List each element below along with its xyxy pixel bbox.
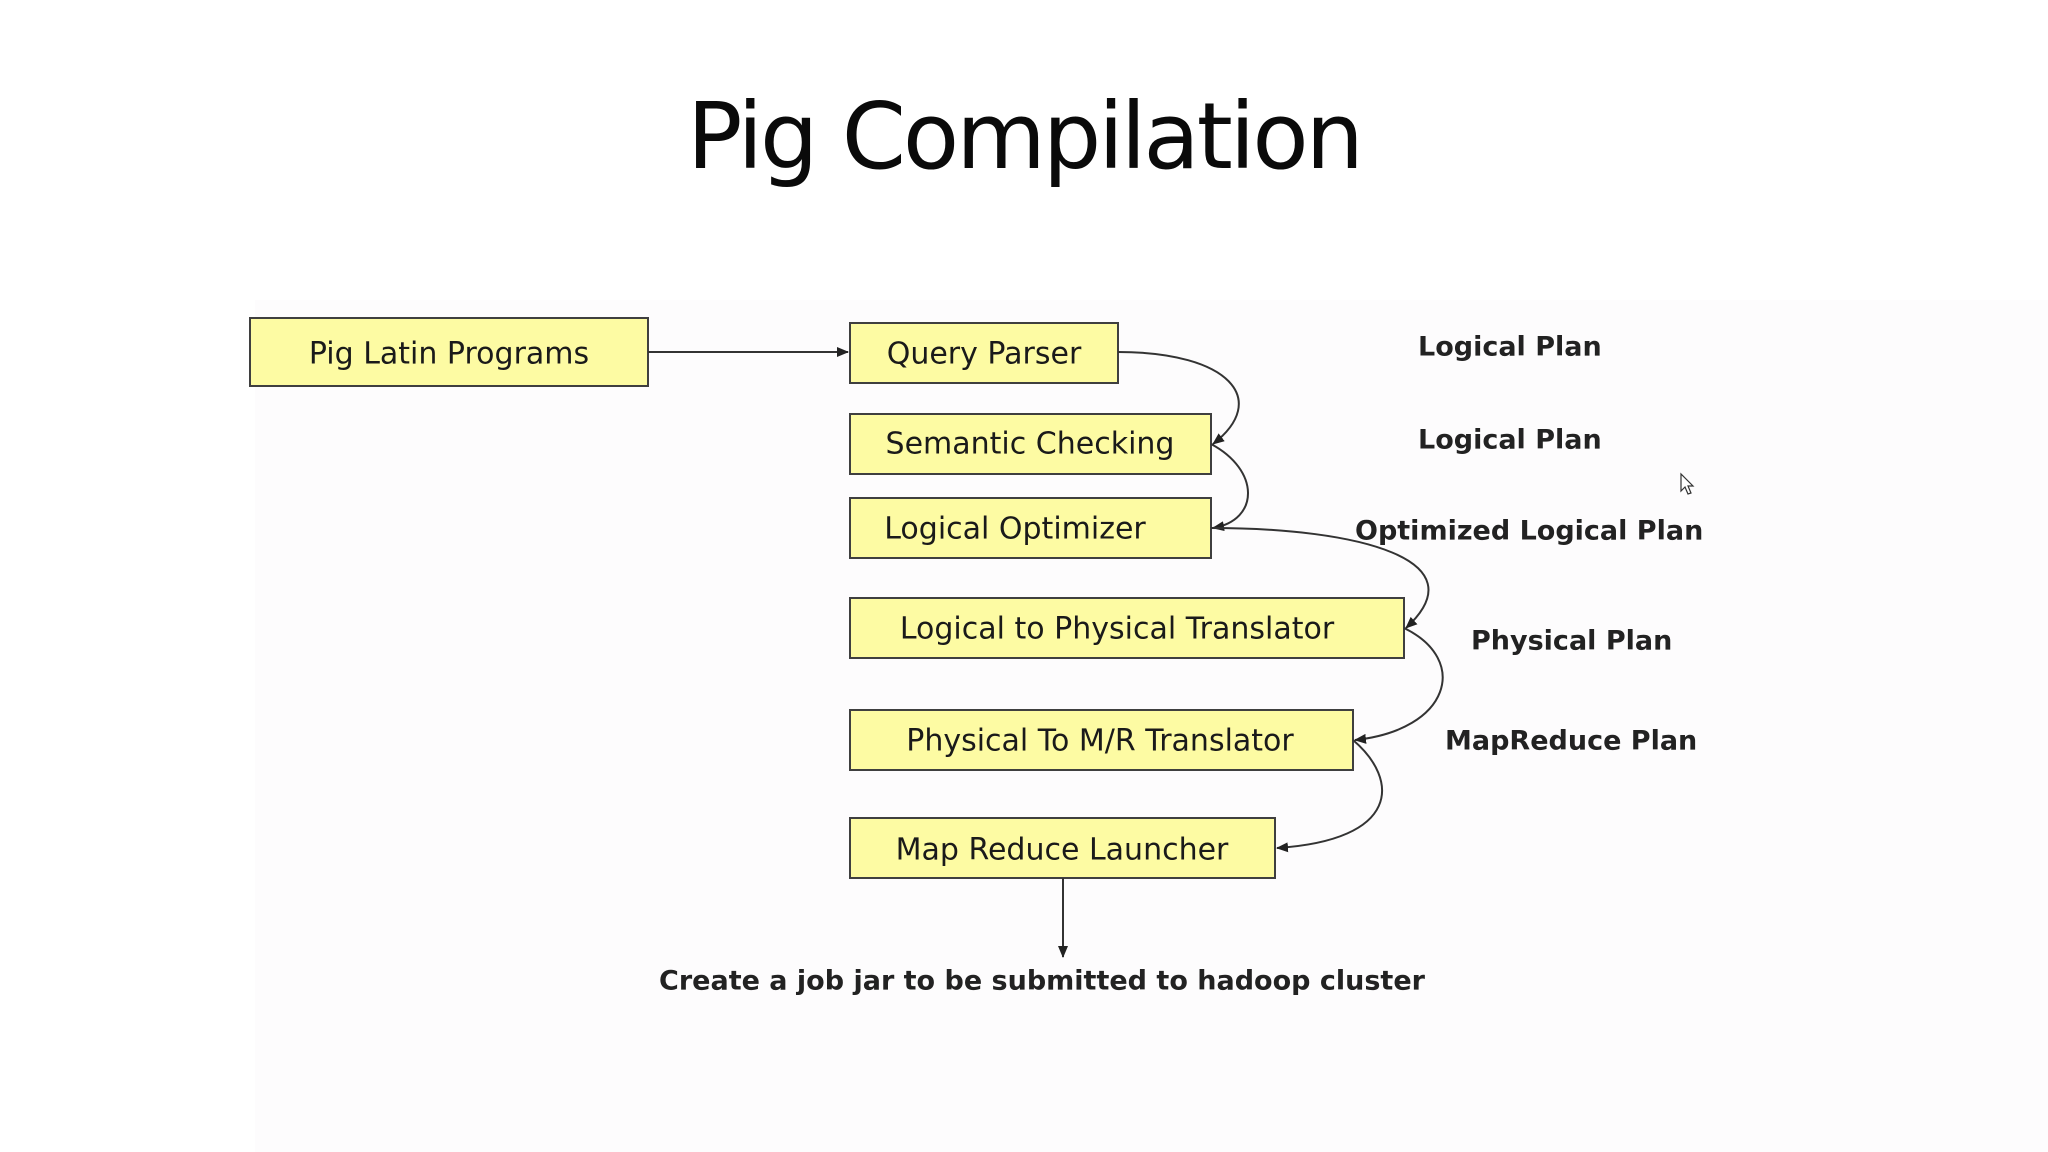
node-logical-to-physical-translator: Logical to Physical Translator (849, 597, 1405, 659)
edge-label-physical-plan: Physical Plan (1471, 626, 1672, 657)
arrow-parser-to-semantic (1117, 351, 1240, 445)
node-label: Pig Latin Programs (309, 337, 589, 372)
edge-label-mapreduce-plan: MapReduce Plan (1445, 726, 1697, 757)
edge-label-optimized-logical-plan: Optimized Logical Plan (1355, 516, 1703, 547)
node-label: Semantic Checking (886, 427, 1175, 462)
node-label: Logical Optimizer (884, 512, 1146, 547)
mouse-pointer-icon (1680, 472, 1695, 495)
node-query-parser: Query Parser (849, 322, 1119, 384)
edge-label-logical-plan: Logical Plan (1418, 425, 1602, 456)
arrow-mr-to-launcher (1276, 739, 1384, 853)
arrow-physical-to-mr (1354, 627, 1444, 744)
node-pig-latin-programs: Pig Latin Programs (249, 317, 649, 387)
arrow-semantic-to-optimizer (1210, 443, 1249, 532)
node-logical-optimizer: Logical Optimizer (849, 497, 1212, 559)
node-semantic-checking: Semantic Checking (849, 413, 1212, 475)
node-physical-to-mr-translator: Physical To M/R Translator (849, 709, 1354, 771)
output-label: Create a job jar to be submitted to hado… (659, 966, 1426, 997)
node-map-reduce-launcher: Map Reduce Launcher (849, 817, 1276, 879)
node-label: Query Parser (887, 337, 1082, 372)
node-label: Map Reduce Launcher (896, 833, 1229, 868)
node-label: Physical To M/R Translator (906, 724, 1294, 759)
arrow-optimizer-to-physical (1210, 527, 1430, 629)
slide-title: Pig Compilation (687, 83, 1364, 190)
edge-label-logical-plan: Logical Plan (1418, 332, 1602, 363)
node-label: Logical to Physical Translator (900, 612, 1335, 647)
